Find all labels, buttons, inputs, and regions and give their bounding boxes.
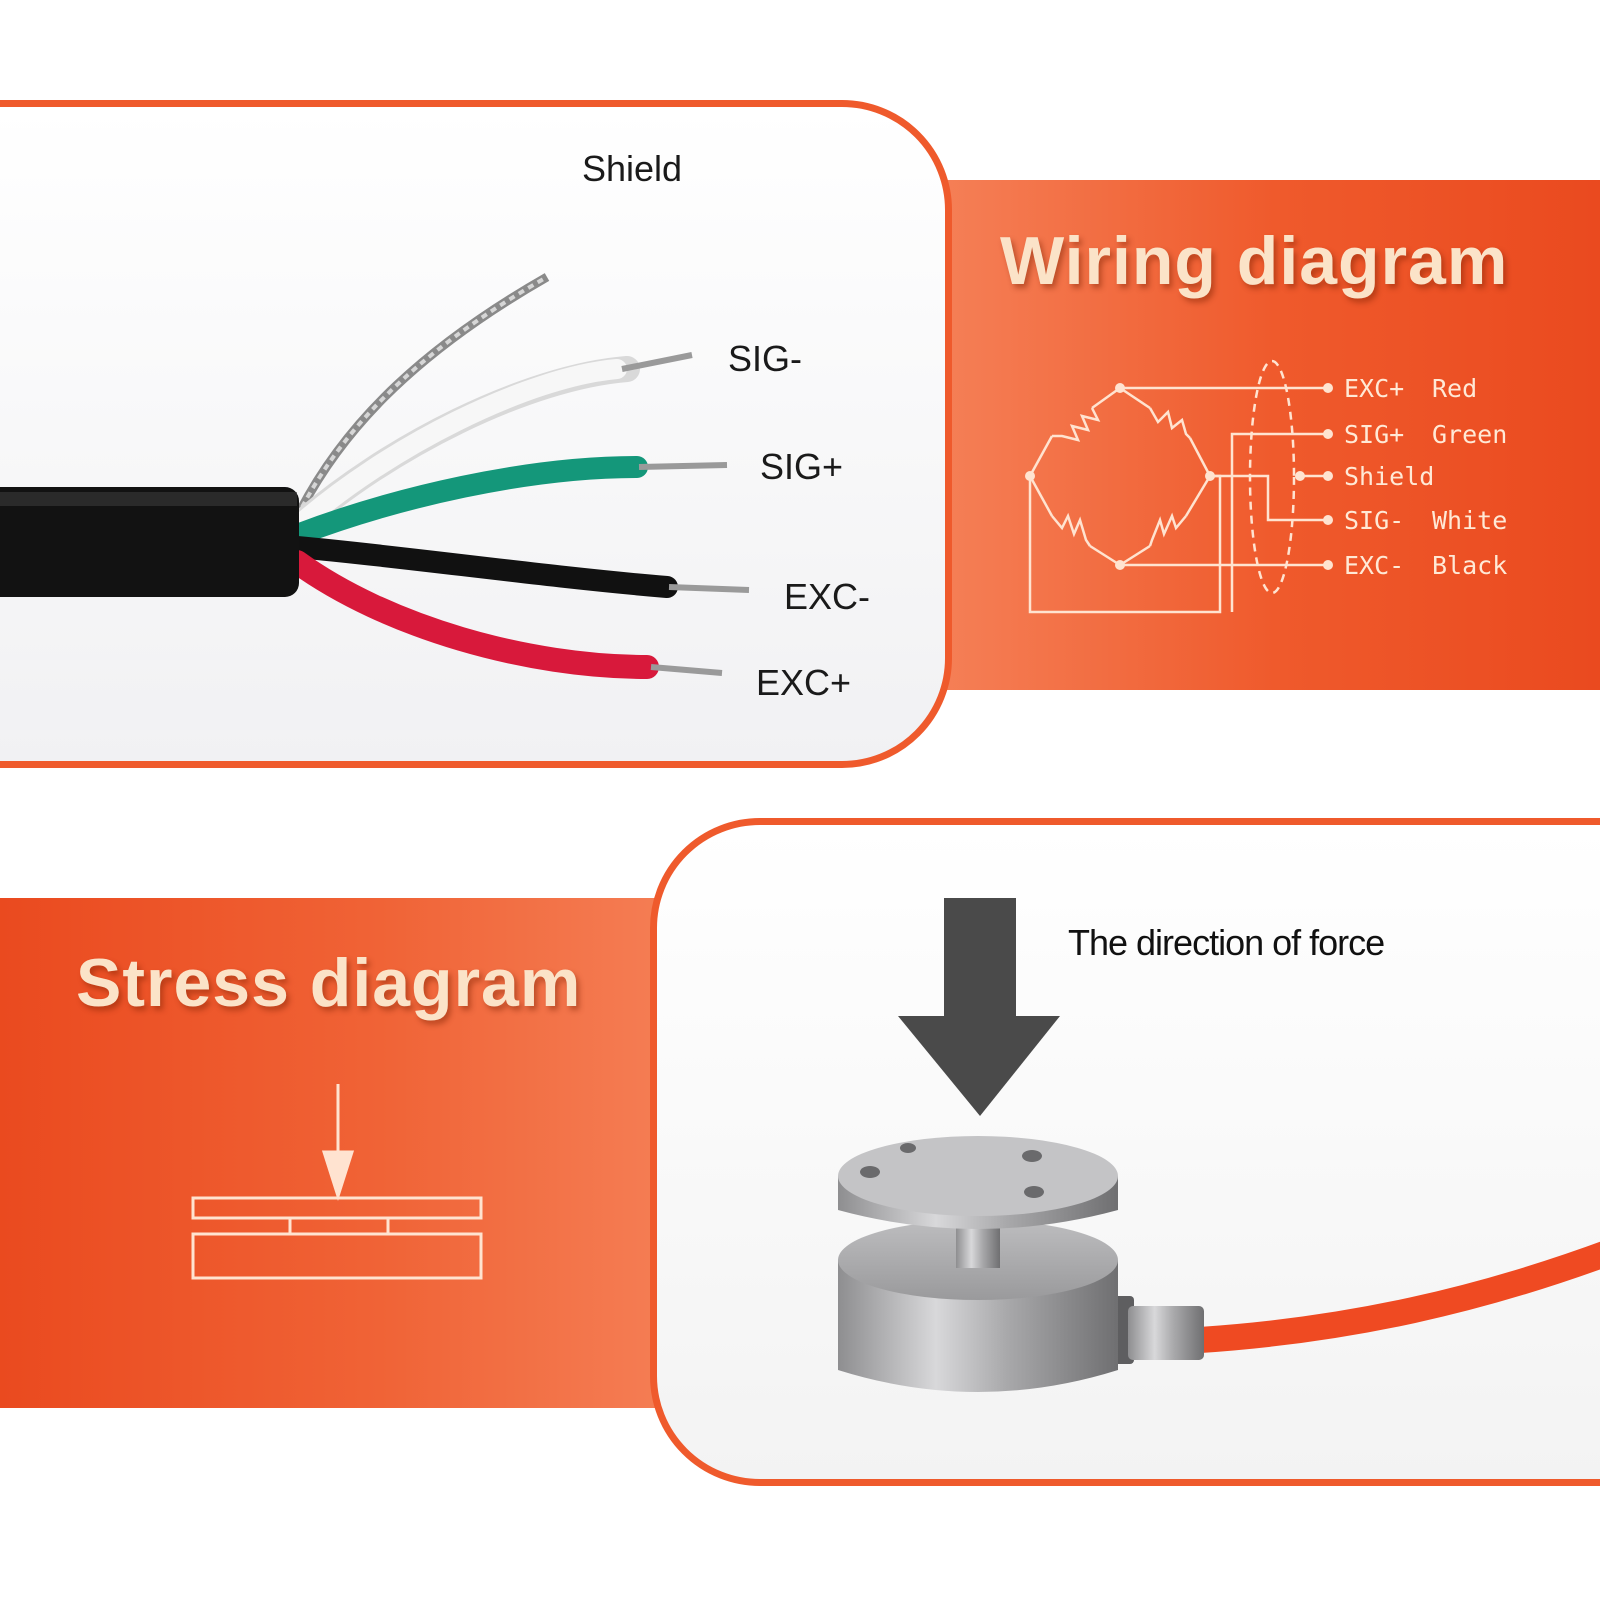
cable-connector [1128, 1306, 1204, 1360]
white-wire-tip [621, 352, 693, 372]
exc-plus-label: EXC+ [756, 662, 852, 703]
pin-exc-minus-signal: EXC- [1344, 551, 1405, 580]
shield-ellipse [1248, 359, 1296, 595]
pin-exc-minus-color: Black [1432, 551, 1508, 580]
stress-top-plate [191, 1196, 483, 1220]
pin-shield-dot [1323, 471, 1333, 481]
red-wire [285, 550, 659, 679]
pin-exc-plus-signal: EXC+ [1344, 374, 1405, 403]
cable-illustration [0, 273, 750, 679]
force-arrow-head [898, 1016, 1060, 1116]
cable-jacket [0, 487, 299, 597]
pin-sig-plus-signal: SIG+ [1344, 420, 1405, 449]
stress-heading: Stress diagram [76, 945, 582, 1021]
force-direction-label: The direction of force [1068, 922, 1385, 963]
green-wire-tip [638, 462, 728, 470]
stress-arrow-head [321, 1150, 355, 1201]
pin-exc-minus-dot [1323, 560, 1333, 570]
green-wire [286, 456, 648, 546]
orange-cable [1199, 1241, 1600, 1353]
shield-label: Shield [582, 148, 683, 189]
cable-photo-card [0, 100, 952, 768]
pin-sig-minus-dot [1323, 515, 1333, 525]
pin-exc-plus-dot [1323, 383, 1333, 393]
black-wire-tip [668, 584, 750, 593]
load-cell-photo-card [650, 818, 1600, 1486]
wiring-heading: Wiring diagram [1000, 223, 1509, 299]
sig-minus-label: SIG- [728, 338, 803, 379]
stress-base-plate [191, 1232, 483, 1280]
pin-sig-plus-dot [1323, 429, 1333, 439]
exc-minus-label: EXC- [784, 576, 871, 617]
pin-shield-signal: Shield [1344, 462, 1435, 491]
force-arrow-shaft [944, 898, 1016, 1018]
black-wire [286, 536, 678, 598]
white-wire [287, 359, 627, 537]
pin-sig-minus-color: White [1432, 506, 1508, 535]
pin-sig-plus-color: Green [1432, 420, 1508, 449]
pin-sig-minus-signal: SIG- [1344, 506, 1405, 535]
sig-plus-label: SIG+ [760, 446, 844, 487]
red-wire-tip [650, 664, 723, 676]
stress-banner [0, 898, 760, 1408]
pin-exc-plus-color: Red [1432, 374, 1478, 403]
